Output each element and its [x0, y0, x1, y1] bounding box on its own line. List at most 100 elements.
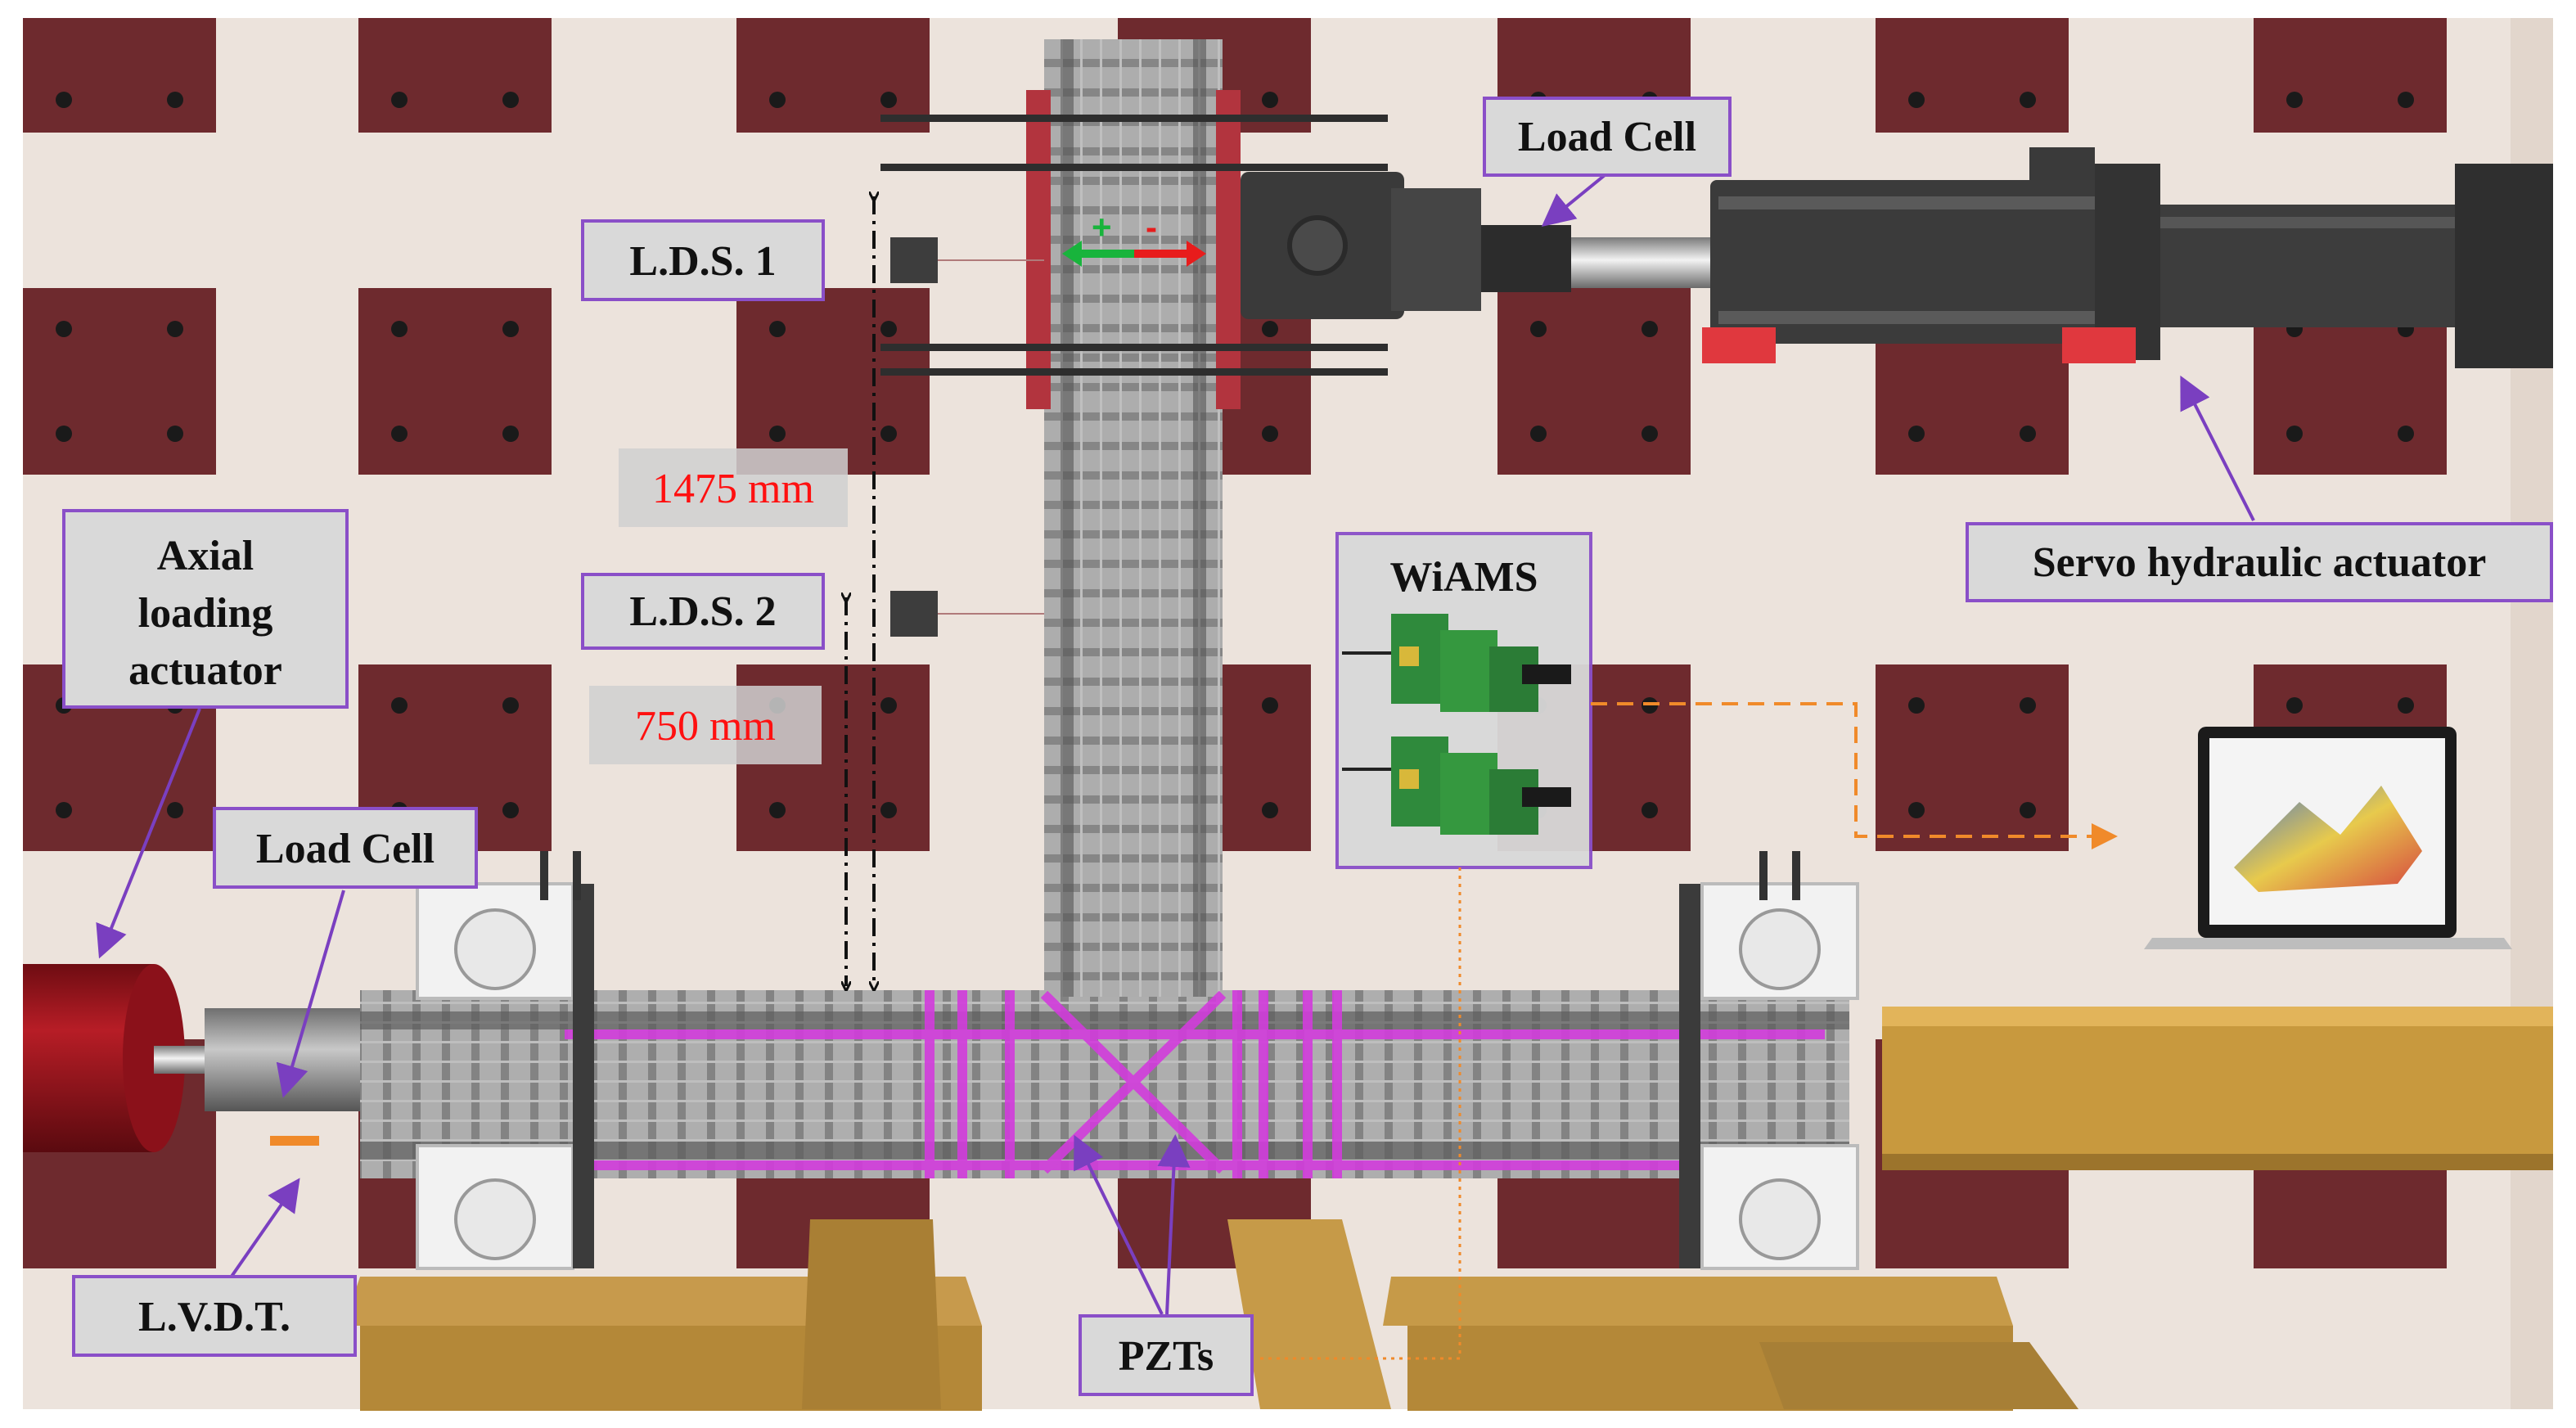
pzt-sensors: [565, 990, 1825, 1178]
panel-bolt: [391, 321, 408, 337]
panel-bolt: [56, 321, 72, 337]
signal-wires: [1260, 702, 2118, 1360]
panel-bolt: [56, 426, 72, 442]
wiams-label: WiAMS: [1389, 554, 1538, 601]
panel-bolt: [167, 426, 183, 442]
load-cell-left-box: [213, 807, 478, 889]
servo-label: Servo hydraulic actuator: [2033, 539, 2487, 586]
axial-label-line3: actuator: [128, 647, 282, 694]
panel-bolt: [2398, 697, 2414, 714]
panel-bolt: [880, 92, 897, 108]
panel-bolt: [769, 92, 786, 108]
panel-bolt: [2286, 92, 2303, 108]
panel-bolt: [2020, 697, 2036, 714]
panel-bolt: [880, 426, 897, 442]
dimension-lines: [846, 196, 874, 986]
panel-bolt: [1530, 426, 1547, 442]
wall-panel: [23, 18, 216, 133]
lds2-label: L.D.S. 2: [629, 588, 776, 635]
panel-bolt: [1642, 426, 1658, 442]
panel-bolt: [502, 321, 519, 337]
panel-bolt: [1642, 321, 1658, 337]
panel-bolt: [2020, 426, 2036, 442]
label-boxes: Load Cell L.D.S. 1 L.D.S. 2 Axial loadin…: [62, 97, 2553, 1396]
panel-bolt: [167, 321, 183, 337]
panel-bolt: [2020, 92, 2036, 108]
panel-bolt: [1262, 802, 1278, 818]
panel-bolt: [880, 321, 897, 337]
support-clamps: [416, 851, 1859, 1270]
panel-bolt: [1908, 697, 1925, 714]
panel-bolt: [769, 321, 786, 337]
minus-sign: -: [1146, 208, 1157, 246]
wall-panel: [2254, 18, 2447, 133]
panel-bolt: [1908, 92, 1925, 108]
panel-bolt: [1262, 321, 1278, 337]
lds1-box: [581, 219, 825, 301]
servo-box: [1966, 522, 2553, 602]
panel-bolt: [1908, 426, 1925, 442]
panel-bolt: [2398, 426, 2414, 442]
panel-bolt: [2286, 426, 2303, 442]
dim-750-label: 750 mm: [635, 703, 776, 750]
panel-bolt: [880, 697, 897, 714]
panel-bolt: [1908, 802, 1925, 818]
pzts-box: [1079, 1314, 1254, 1396]
panel-bolt: [2398, 92, 2414, 108]
direction-arrows: + -: [1062, 208, 1206, 267]
load-cell-top-label: Load Cell: [1518, 114, 1696, 160]
panel-bolt: [1642, 802, 1658, 818]
wall-panel: [358, 288, 552, 475]
panel-bolt: [502, 697, 519, 714]
panel-bolt: [1262, 92, 1278, 108]
lds1-sensor: [890, 237, 938, 283]
wall-panel: [1876, 664, 2069, 851]
panel-bolt: [391, 92, 408, 108]
panel-bolt: [167, 92, 183, 108]
axial-loading-actuator: [23, 964, 360, 1152]
axial-label-line2: loading: [138, 590, 273, 637]
panel-bolt: [1262, 426, 1278, 442]
wall-panel: [1876, 18, 2069, 133]
lvdt-box: [72, 1275, 357, 1357]
beam-specimen: [360, 990, 1849, 1178]
panel-bolt: [769, 802, 786, 818]
panel-bolt: [2286, 697, 2303, 714]
plus-sign: +: [1092, 208, 1112, 246]
wall-panel: [736, 18, 930, 133]
sensor-board-icon: [1342, 614, 1571, 835]
wall-panel: [736, 288, 930, 475]
panel-bolt: [2020, 802, 2036, 818]
panel-bolt: [391, 697, 408, 714]
panel-bolt: [502, 426, 519, 442]
panel-bolt: [167, 802, 183, 818]
wall-panel: [1497, 288, 1691, 475]
panel-bolt: [391, 426, 408, 442]
panel-bolt: [1262, 697, 1278, 714]
lds1-label: L.D.S. 1: [629, 238, 776, 285]
load-cell-top-box: [1483, 97, 1732, 177]
panel-bolt: [1530, 321, 1547, 337]
panel-bolt: [502, 802, 519, 818]
dim-1475-label: 1475 mm: [652, 466, 814, 512]
load-cell-left-label: Load Cell: [256, 826, 435, 872]
wall-panel: [358, 18, 552, 133]
panel-bolt: [880, 802, 897, 818]
lds2-sensor: [890, 591, 938, 637]
laptop-icon: [2144, 727, 2512, 949]
panel-bolt: [56, 92, 72, 108]
dim-750-box: [589, 686, 822, 764]
wall-panel: [23, 288, 216, 475]
servo-hydraulic-actuator: [1241, 147, 2553, 368]
lds2-box: [581, 573, 825, 650]
column-cap: [880, 90, 1388, 409]
axial-label-line1: Axial: [157, 533, 254, 579]
dim-1475-box: [619, 448, 848, 527]
panel-bolt: [56, 802, 72, 818]
lvdt-label: L.V.D.T.: [138, 1294, 290, 1340]
panel-bolt: [502, 92, 519, 108]
wiams-module: WiAMS: [1335, 532, 1592, 869]
pointer-arrows: [96, 170, 2255, 1315]
